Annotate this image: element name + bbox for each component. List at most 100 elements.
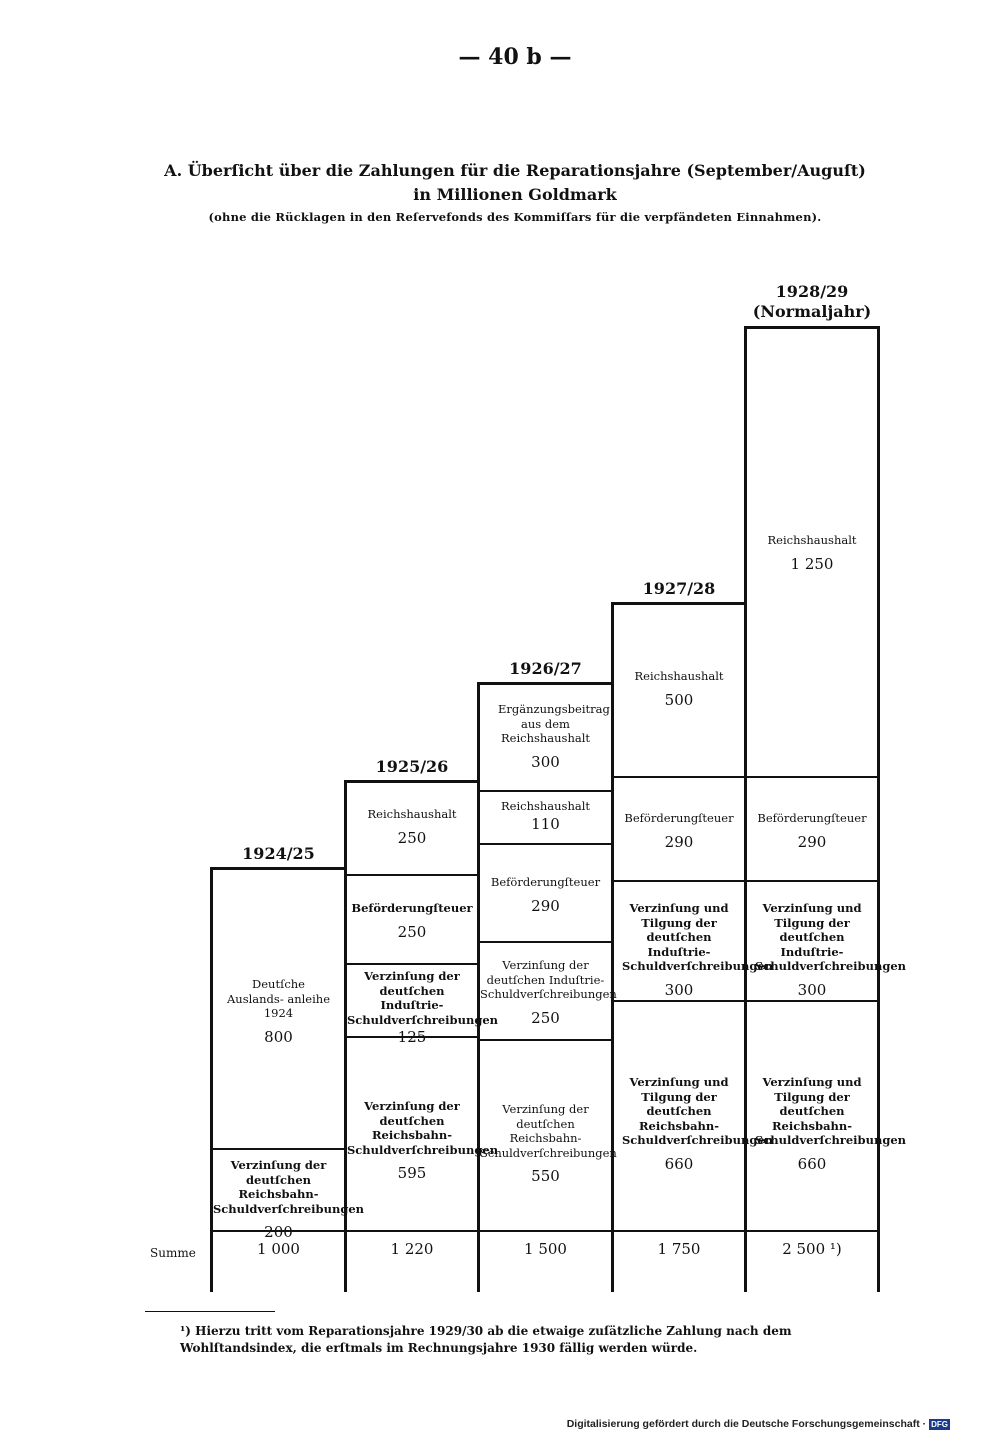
sum-1924-25: 1 000 <box>257 1240 300 1258</box>
title-line-3: (ohne die Rücklagen in den Reſervefonds … <box>208 210 822 224</box>
segment-label: Verzinſung der deutſchen Induſtrie- Schu… <box>480 958 617 1001</box>
column-1925-26: Reichshaushalt 250 Beförderungſteuer 250… <box>347 783 499 1230</box>
step-top-2 <box>344 780 480 783</box>
divider-2 <box>477 682 480 1292</box>
footnote-rule <box>145 1311 275 1312</box>
segment-separator <box>614 776 744 778</box>
segment-value: 250 <box>531 1008 560 1027</box>
segment-industrie: Verzinſung und Tilgung der deutſchen Ind… <box>614 901 773 1000</box>
segment-value: 1 250 <box>790 554 834 573</box>
divider-3 <box>611 602 614 1292</box>
segment-industrie: Verzinſung und Tilgung der deutſchen Ind… <box>747 901 907 1000</box>
segment-value: 800 <box>264 1027 293 1046</box>
segment-befoerderungsteuer: Beförderungſteuer 250 <box>347 901 477 942</box>
column-1927-28: Reichshaushalt 500 Beförderungſteuer 290… <box>614 605 774 1230</box>
digitization-note: Digitalisierung gefördert durch die Deut… <box>567 1418 950 1430</box>
segment-label: Verzinſung der deutſchen Induſtrie- Schu… <box>347 969 499 1027</box>
segment-reichsbahn: Verzinſung der deutſchen Reichsbahn- Sch… <box>480 1102 617 1186</box>
segment-value: 595 <box>397 1164 427 1182</box>
segment-label: Ergänzungsbeitrag aus dem Reichshaushalt <box>498 702 610 745</box>
segment-value: 500 <box>664 690 694 709</box>
segment-reichshaushalt: Reichshaushalt 500 <box>614 669 744 710</box>
segment-value: 300 <box>531 752 560 771</box>
year-1926-27: 1926/27 <box>509 659 582 678</box>
segment-separator <box>480 790 611 792</box>
segment-value: 300 <box>797 980 827 999</box>
step-top-3 <box>477 682 614 685</box>
segment-label: Beförderungſteuer <box>757 811 867 825</box>
segment-separator <box>747 880 877 882</box>
segment-value: 290 <box>664 832 694 851</box>
divider-1 <box>344 780 347 1292</box>
segment-value: 660 <box>797 1154 827 1173</box>
segment-label: Beförderungſteuer <box>624 811 734 825</box>
step-top-4 <box>611 602 747 605</box>
segment-label: Reichshaushalt <box>767 533 857 547</box>
segment-separator <box>480 843 611 845</box>
segment-ergaenzungsbeitrag: Ergänzungsbeitrag aus dem Reichshaushalt… <box>480 702 611 772</box>
year-label: 1928/29 <box>775 282 849 301</box>
sum-1926-27: 1 500 <box>524 1240 567 1258</box>
year-note: (Normaljahr) <box>752 302 872 321</box>
segment-label: Verzinſung und Tilgung der deutſchen Rei… <box>755 1075 907 1147</box>
segment-value: 660 <box>664 1154 694 1173</box>
segment-label: Beförderungſteuer <box>490 875 601 889</box>
divider-4 <box>744 326 747 1292</box>
segment-label: Reichshaushalt <box>500 799 591 813</box>
year-1924-25: 1924/25 <box>242 844 315 863</box>
segment-industrie: Verzinſung der deutſchen Induſtrie- Schu… <box>480 958 617 1028</box>
segment-auslandsanleihe: Deutſche Auslands- anleihe 1924 800 <box>213 977 344 1047</box>
segment-label: Verzinſung der deutſchen Reichsbahn- Sch… <box>480 1102 617 1160</box>
title-line-2: in Millionen Goldmark <box>413 185 617 204</box>
outline-right <box>877 326 880 1292</box>
segment-reichsbahn: Verzinſung und Tilgung der deutſchen Rei… <box>614 1075 774 1174</box>
segment-label: Reichshaushalt <box>367 807 457 821</box>
outline-left <box>210 867 213 1292</box>
segment-reichsbahn: Verzinſung und Tilgung der deutſchen Rei… <box>747 1075 907 1174</box>
segment-value: 250 <box>397 922 427 941</box>
year-1925-26: 1925/26 <box>375 757 449 776</box>
segment-reichshaushalt: Reichshaushalt 1 250 <box>747 533 877 574</box>
sum-1925-26: 1 220 <box>390 1240 434 1258</box>
segment-separator <box>347 874 477 876</box>
segment-reichshaushalt: Reichshaushalt 110 <box>480 799 611 834</box>
segment-separator <box>213 1148 344 1150</box>
footnote-mark: ¹) <box>180 1324 191 1338</box>
segment-label: Verzinſung und Tilgung der deutſchen Rei… <box>622 1075 774 1147</box>
step-top-1 <box>210 867 347 870</box>
segment-value: 290 <box>797 832 827 851</box>
segment-industrie: Verzinſung der deutſchen Induſtrie- Schu… <box>347 969 499 1047</box>
segment-befoerderungsteuer: Beförderungſteuer 290 <box>480 875 611 916</box>
segment-label: Deutſche Auslands- anleihe 1924 <box>227 977 330 1020</box>
year-1927-28: 1927/28 <box>642 579 716 598</box>
segment-label: Verzinſung der deutſchen Reichsbahn- Sch… <box>347 1099 499 1157</box>
segment-value: 290 <box>531 896 560 915</box>
segment-value: 250 <box>397 828 427 847</box>
column-1928-29: Reichshaushalt 1 250 Beförderungſteuer 2… <box>747 329 907 1230</box>
segment-separator <box>614 880 744 882</box>
step-top-5 <box>744 326 880 329</box>
segment-befoerderungsteuer: Beförderungſteuer 290 <box>614 811 744 852</box>
segment-befoerderungsteuer: Beförderungſteuer 290 <box>747 811 877 852</box>
segment-value: 200 <box>264 1223 293 1241</box>
segment-value: 550 <box>531 1167 560 1185</box>
segment-label: Beförderungſteuer <box>351 901 473 915</box>
segment-separator <box>347 1036 477 1038</box>
sum-1927-28: 1 750 <box>657 1240 701 1258</box>
segment-label: Reichshaushalt <box>634 669 724 683</box>
column-1924-25: Deutſche Auslands- anleihe 1924 800 Verz… <box>213 870 364 1241</box>
segment-separator <box>480 941 611 943</box>
dfg-logo-icon: DFG <box>929 1418 950 1430</box>
segment-reichsbahn: Verzinſung der deutſchen Reichsbahn- Sch… <box>347 1099 499 1183</box>
summe-label: Summe <box>150 1246 196 1260</box>
segment-reichsbahn: Verzinſung der deutſchen Reichsbahn- Sch… <box>213 1158 365 1242</box>
page-number: — 40 b — <box>458 44 572 70</box>
column-1926-27: Ergänzungsbeitrag aus dem Reichshaushalt… <box>480 685 617 1230</box>
year-1928-29: 1928/29 (Normaljahr) <box>744 282 880 322</box>
segment-label: Verzinſung und Tilgung der deutſchen Ind… <box>755 901 907 973</box>
segment-label: Verzinſung der deutſchen Reichsbahn- Sch… <box>213 1158 365 1216</box>
segment-separator <box>747 776 877 778</box>
digitization-text: Digitalisierung gefördert durch die Deut… <box>566 1418 927 1430</box>
title-line-1: A. Überſicht über die Zahlungen für die … <box>164 161 866 180</box>
sum-1928-29: 2 500 ¹) <box>782 1240 842 1258</box>
